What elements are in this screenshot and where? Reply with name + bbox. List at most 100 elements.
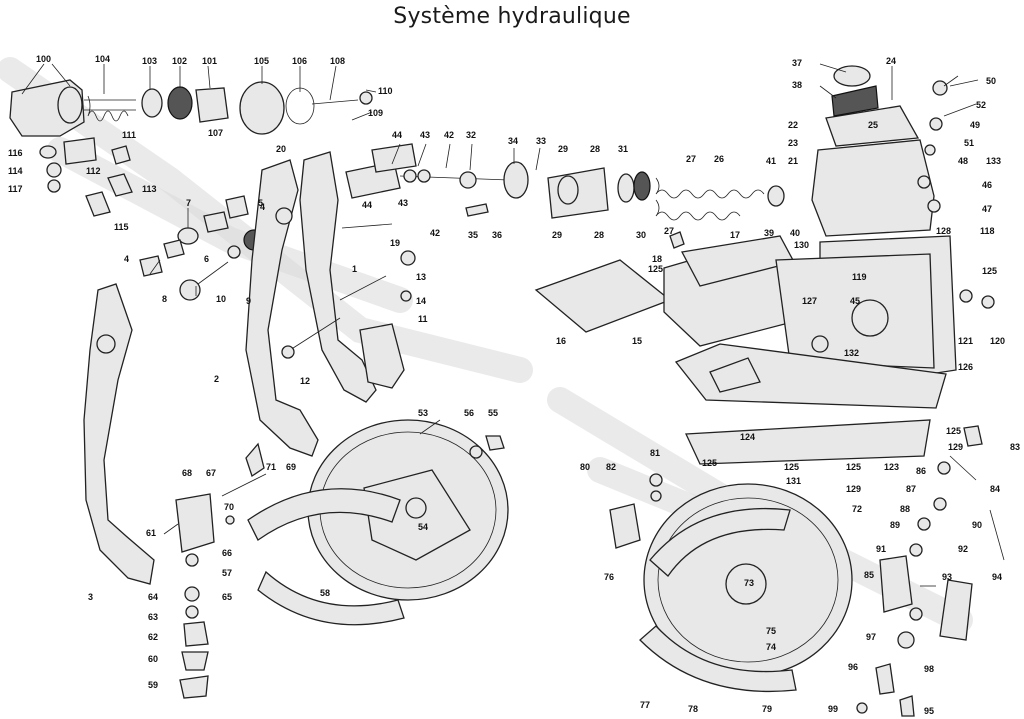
callout-66: 66 (222, 548, 232, 558)
callout-127: 127 (802, 296, 817, 306)
callout-54: 54 (418, 522, 428, 532)
callout-80: 80 (580, 462, 590, 472)
callout-25: 25 (868, 120, 878, 130)
callout-119: 119 (852, 272, 867, 282)
callout-108: 108 (330, 56, 345, 66)
callout-120: 120 (990, 336, 1005, 346)
callout-7: 7 (186, 198, 191, 208)
callout-129b: 129 (846, 484, 861, 494)
callout-60: 60 (148, 654, 158, 664)
callout-46: 46 (982, 180, 992, 190)
callout-16: 16 (556, 336, 566, 346)
callout-125d: 125 (784, 462, 799, 472)
callout-71: 71 (266, 462, 276, 472)
callout-132: 132 (844, 348, 859, 358)
callout-34: 34 (508, 136, 518, 146)
callout-24: 24 (886, 56, 896, 66)
callout-115: 115 (114, 222, 129, 232)
callout-74: 74 (766, 642, 776, 652)
diagram-title: Système hydraulique (393, 4, 631, 29)
callout-90: 90 (972, 520, 982, 530)
callout-69: 69 (286, 462, 296, 472)
callout-78: 78 (688, 704, 698, 714)
callout-44b: 44 (362, 200, 372, 210)
callout-86: 86 (916, 466, 926, 476)
callout-55: 55 (488, 408, 498, 418)
reservoir-assembly (811, 65, 959, 237)
callout-29b: 29 (552, 230, 562, 240)
callout-91: 91 (876, 544, 886, 554)
callout-26: 26 (714, 154, 724, 164)
callout-85: 85 (864, 570, 874, 580)
callout-83: 83 (1010, 442, 1020, 452)
callout-13: 13 (416, 272, 426, 282)
callout-43a: 43 (420, 130, 430, 140)
callout-44a: 44 (392, 130, 402, 140)
callout-81: 81 (650, 448, 660, 458)
callout-72: 72 (852, 504, 862, 514)
callout-47: 47 (982, 204, 992, 214)
callout-28a: 28 (590, 144, 600, 154)
callout-100: 100 (36, 54, 51, 64)
callout-2: 2 (214, 374, 219, 384)
callout-57: 57 (222, 568, 232, 578)
callout-14: 14 (416, 296, 426, 306)
callout-104: 104 (95, 54, 110, 64)
callout-121: 121 (958, 336, 973, 346)
callout-107: 107 (208, 128, 223, 138)
callout-21: 21 (788, 156, 798, 166)
callout-62: 62 (148, 632, 158, 642)
callout-12: 12 (300, 376, 310, 386)
callout-77: 77 (640, 700, 650, 710)
callout-10: 10 (216, 294, 226, 304)
callouts: 100 104 103 102 101 105 106 108 110 109 … (8, 54, 1020, 716)
callout-88: 88 (900, 504, 910, 514)
left-brake-assembly (175, 419, 509, 699)
callout-126: 126 (958, 362, 973, 372)
callout-33: 33 (536, 136, 546, 146)
callout-93: 93 (942, 572, 952, 582)
callout-130: 130 (794, 240, 809, 250)
mounting-plates (534, 235, 995, 465)
callout-59: 59 (148, 680, 158, 690)
callout-5: 5 (258, 198, 263, 208)
callout-133: 133 (986, 156, 1001, 166)
callout-92: 92 (958, 544, 968, 554)
callout-125c: 125 (702, 458, 717, 468)
master-cylinder-group (9, 79, 373, 217)
callout-30: 30 (636, 230, 646, 240)
callout-20: 20 (276, 144, 286, 154)
callout-17: 17 (730, 230, 740, 240)
callout-4b: 4 (260, 202, 265, 212)
callout-22: 22 (788, 120, 798, 130)
callout-49: 49 (970, 120, 980, 130)
callout-19: 19 (390, 238, 400, 248)
callout-101: 101 (202, 56, 217, 66)
callout-8: 8 (162, 294, 167, 304)
callout-4a: 4 (124, 254, 129, 264)
callout-131: 131 (786, 476, 801, 486)
callout-94: 94 (992, 572, 1002, 582)
callout-116: 116 (8, 148, 23, 158)
callout-23: 23 (788, 138, 798, 148)
callout-15: 15 (632, 336, 642, 346)
callout-75: 75 (766, 626, 776, 636)
callout-39: 39 (764, 228, 774, 238)
callout-18: 18 (652, 254, 662, 264)
callout-58: 58 (320, 588, 330, 598)
callout-9: 9 (246, 296, 251, 306)
callout-113: 113 (142, 184, 157, 194)
callout-41: 41 (766, 156, 776, 166)
callout-73: 73 (744, 578, 754, 588)
callout-3: 3 (88, 592, 93, 602)
callout-125a: 125 (648, 264, 663, 274)
callout-38: 38 (792, 80, 802, 90)
small-parts-left (139, 195, 265, 301)
right-brake-assembly (609, 425, 1005, 717)
callout-50: 50 (986, 76, 996, 86)
callout-112: 112 (86, 166, 101, 176)
callout-31: 31 (618, 144, 628, 154)
callout-82: 82 (606, 462, 616, 472)
callout-43b: 43 (398, 198, 408, 208)
